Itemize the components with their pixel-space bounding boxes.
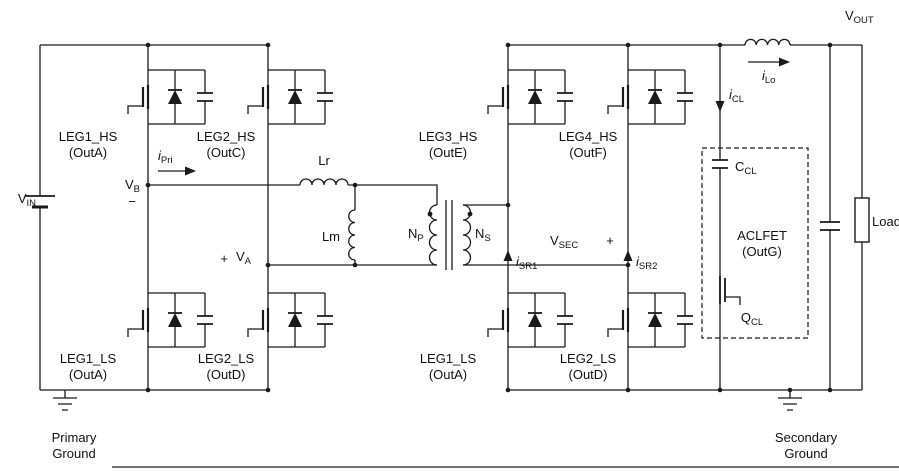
svg-text:(OutA): (OutA) xyxy=(429,367,467,382)
ipri-label: iPri xyxy=(158,148,173,166)
label-leg2-ls: LEG2_LS (OutD) xyxy=(198,351,255,382)
svg-text:LEG2_LS: LEG2_LS xyxy=(560,351,617,366)
primary-polarity-dot xyxy=(427,211,433,217)
svg-text:LEG1_LS: LEG1_LS xyxy=(420,351,477,366)
va-label: VA xyxy=(236,249,252,267)
aclfet-out-label: (OutG) xyxy=(742,244,782,259)
vin-label: VIN xyxy=(18,191,36,209)
label-leg3-hs: LEG3_HS (OutE) xyxy=(419,129,478,160)
ilo-label: iLo xyxy=(762,68,775,86)
aclfet-label: ACLFET xyxy=(737,228,787,243)
icl-arrow xyxy=(715,101,725,112)
load-resistor xyxy=(854,197,870,243)
isr2-label: iSR2 xyxy=(636,254,657,272)
label-leg1-ls: LEG1_LS (OutA) xyxy=(60,351,117,382)
svg-text:(OutD): (OutD) xyxy=(569,367,608,382)
label-leg1-hs: LEG1_HS (OutA) xyxy=(59,129,118,160)
label-leg4-hs: LEG4_HS (OutF) xyxy=(559,129,618,160)
svg-text:LEG4_HS: LEG4_HS xyxy=(559,129,618,144)
svg-text:(OutA): (OutA) xyxy=(69,145,107,160)
svg-text:LEG3_HS: LEG3_HS xyxy=(419,129,478,144)
mosfet-leg2-hs xyxy=(246,68,335,126)
svg-text:(OutF): (OutF) xyxy=(569,145,607,160)
load-label: Load xyxy=(872,214,899,229)
mosfet-leg1-ls xyxy=(126,291,215,349)
svg-text:(OutA): (OutA) xyxy=(69,367,107,382)
svg-text:Secondary: Secondary xyxy=(775,430,838,445)
np-label: NP xyxy=(408,226,424,244)
output-inductor xyxy=(744,38,791,46)
ipri-arrow xyxy=(158,166,196,176)
transformer xyxy=(427,200,473,270)
primary-ground-symbol xyxy=(53,390,77,411)
svg-text:LEG2_LS: LEG2_LS xyxy=(198,351,255,366)
secondary-ground-label: Secondary Ground xyxy=(775,430,838,461)
primary-ground-label: Primary Ground xyxy=(52,430,97,461)
secondary-polarity-dot xyxy=(467,211,473,217)
isr2-arrow xyxy=(623,250,633,261)
isr1-arrow xyxy=(503,250,513,261)
vb-minus-sign: − xyxy=(128,194,136,209)
junction-dots xyxy=(145,42,833,393)
vsec-plus-sign: + xyxy=(606,233,614,248)
qcl-label: QCL xyxy=(741,310,763,328)
lr-label: Lr xyxy=(318,153,330,168)
mosfet-leg4-hs xyxy=(606,68,695,126)
svg-text:Ground: Ground xyxy=(784,446,827,461)
svg-text:LEG1_LS: LEG1_LS xyxy=(60,351,117,366)
vout-label: VOUT xyxy=(845,8,874,26)
magnetizing-inductor-lm xyxy=(348,209,356,261)
svg-text:Ground: Ground xyxy=(52,446,95,461)
svg-text:Primary: Primary xyxy=(52,430,97,445)
ccl-label: CCL xyxy=(735,159,757,177)
svg-text:(OutD): (OutD) xyxy=(207,367,246,382)
ns-label: NS xyxy=(475,226,491,244)
label-sec-leg1-ls: LEG1_LS (OutA) xyxy=(420,351,477,382)
mosfet-sr1-ls xyxy=(486,291,575,349)
icl-label: iCL xyxy=(729,87,744,105)
clamp-capacitor xyxy=(712,159,728,169)
mosfet-leg3-hs xyxy=(486,68,575,126)
resonant-inductor-lr xyxy=(299,178,349,186)
mosfet-leg2-ls xyxy=(246,291,335,349)
lm-label: Lm xyxy=(322,229,340,244)
primary-wires xyxy=(39,44,438,391)
secondary-wires xyxy=(463,44,863,391)
secondary-ground-symbol xyxy=(778,390,802,411)
isr1-label: iSR1 xyxy=(516,254,537,272)
svg-text:(OutE): (OutE) xyxy=(429,145,467,160)
mosfet-sr2-ls xyxy=(606,291,695,349)
label-leg2-hs: LEG2_HS (OutC) xyxy=(197,129,256,160)
svg-text:(OutC): (OutC) xyxy=(207,145,246,160)
mosfet-leg1-hs xyxy=(126,68,215,126)
va-plus-sign: + xyxy=(220,251,228,266)
clamp-dashed-box xyxy=(701,147,809,339)
ilo-arrow xyxy=(748,57,790,67)
output-capacitor xyxy=(820,45,840,390)
vsec-label: VSEC xyxy=(550,233,578,251)
qcl-gate-lead xyxy=(725,296,741,305)
vb-label: VB xyxy=(125,177,140,195)
svg-text:LEG1_HS: LEG1_HS xyxy=(59,129,118,144)
vin-battery xyxy=(25,195,55,209)
label-sec-leg2-ls: LEG2_LS (OutD) xyxy=(560,351,617,382)
svg-text:LEG2_HS: LEG2_HS xyxy=(197,129,256,144)
